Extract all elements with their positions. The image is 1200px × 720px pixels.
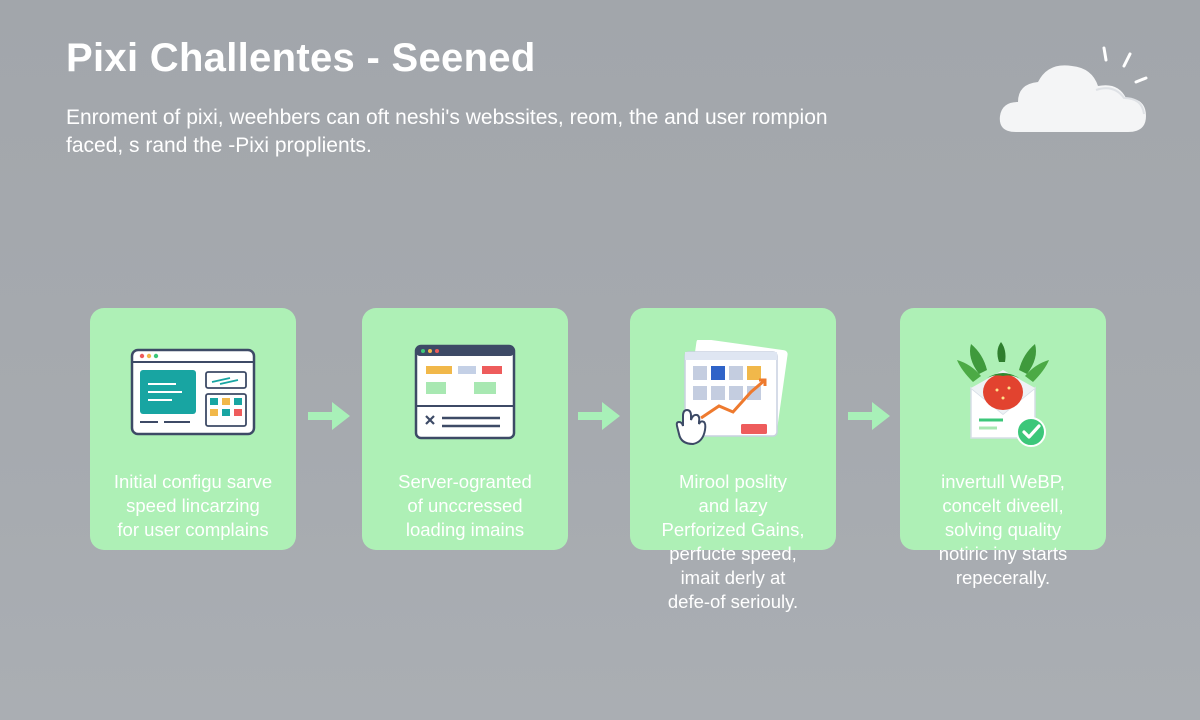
browser-dashboard-icon xyxy=(130,348,256,436)
subtitle-line-2: faced, s rand the -Pixi proplients. xyxy=(66,134,372,157)
step-3-line-5: imait derly at xyxy=(680,567,786,588)
step-3-line-4: perfucte speed, xyxy=(669,543,797,564)
page-title: Pixi Challentes - Seened xyxy=(66,36,536,80)
step-3-line-6: defe-of seriouly. xyxy=(667,591,799,612)
step-text-2: Server-ogranted of unccressed loading im… xyxy=(362,470,568,542)
server-window-icon xyxy=(414,344,516,440)
step-card-3 xyxy=(630,308,836,550)
step-4-line-5: repecerally. xyxy=(955,567,1051,588)
step-card-4 xyxy=(900,308,1106,550)
step-1-line-2: speed lincarzing xyxy=(126,495,260,516)
step-text-3: Mirool poslity and lazy Perforized Gains… xyxy=(630,470,836,614)
step-3-line-3: Perforized Gains, xyxy=(661,519,805,540)
step-4-line-3: solving quality xyxy=(944,519,1062,540)
step-2-line-1: Server-ogranted xyxy=(398,471,532,492)
step-card-1 xyxy=(90,308,296,550)
step-1-line-3: for user complains xyxy=(117,519,269,540)
step-1-line-1: Initial configu sarve xyxy=(113,471,273,492)
step-2-line-3: loading imains xyxy=(405,519,525,540)
subtitle-line-1: Enroment of pixi, weehbers can oft neshi… xyxy=(66,106,828,129)
arrow-right-icon xyxy=(848,402,890,430)
cloud-icon xyxy=(999,46,1148,132)
step-text-1: Initial configu sarve speed lincarzing f… xyxy=(90,470,296,542)
arrow-right-icon xyxy=(578,402,620,430)
chart-hand-icon xyxy=(675,340,788,446)
page-subtitle: Enroment of pixi, weehbers can oft neshi… xyxy=(66,104,946,160)
step-4-line-1: invertull WeBP, xyxy=(941,471,1065,492)
step-3-line-2: and lazy xyxy=(698,495,768,516)
step-4-line-4: notiric iny starts xyxy=(938,543,1068,564)
arrow-right-icon xyxy=(308,402,350,430)
strawberry-envelope-icon xyxy=(957,342,1049,447)
step-4-line-2: concelt diveell, xyxy=(942,495,1064,516)
step-text-4: invertull WeBP, concelt diveell, solving… xyxy=(900,470,1106,590)
step-2-line-2: of unccressed xyxy=(407,495,523,516)
step-3-line-1: Mirool poslity xyxy=(679,471,787,492)
step-card-2 xyxy=(362,308,568,550)
